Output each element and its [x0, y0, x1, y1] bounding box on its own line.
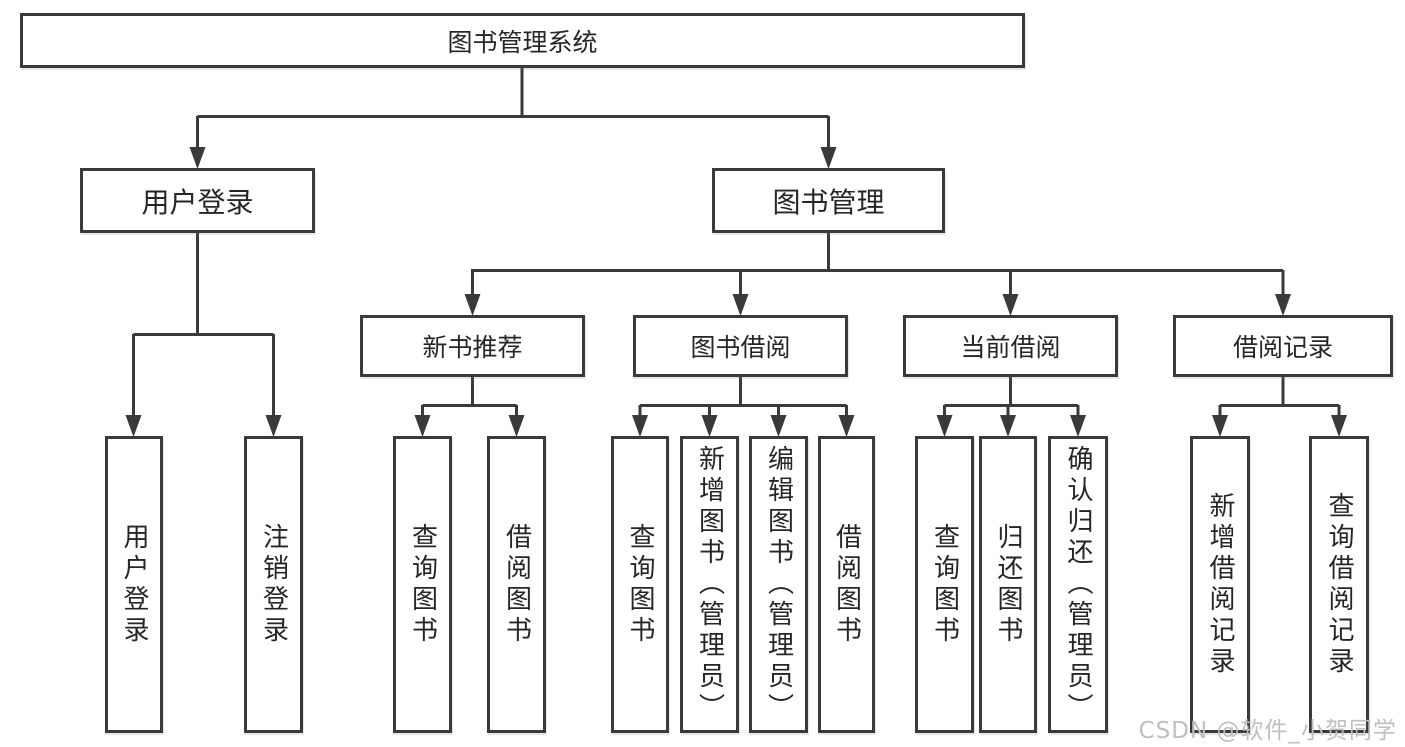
leaf-query-book-1: 查询图书	[393, 436, 452, 733]
node-new-book-recommend: 新书推荐	[360, 315, 585, 377]
leaf-return-book: 归还图书	[979, 436, 1037, 733]
node-new-book-recommend-label: 新书推荐	[422, 333, 523, 362]
leaf-query-book-1-label: 查询图书	[407, 522, 438, 647]
leaf-query-book-3: 查询图书	[915, 436, 974, 733]
node-root-label: 图书管理系统	[447, 27, 598, 57]
leaf-query-book-2: 查询图书	[611, 436, 669, 733]
leaf-add-borrow-record: 新增借阅记录	[1190, 436, 1250, 733]
node-book-borrow-label: 图书借阅	[690, 333, 791, 362]
leaf-query-book-3-label: 查询图书	[929, 522, 960, 647]
node-current-borrow-label: 当前借阅	[960, 333, 1061, 362]
leaf-borrow-book-2: 借阅图书	[818, 436, 875, 733]
leaf-confirm-return-admin-label: 确认归还（管理员）	[1063, 445, 1093, 724]
node-root: 图书管理系统	[20, 13, 1025, 68]
leaf-user-login: 用户登录	[105, 436, 163, 733]
leaf-borrow-book-2-label: 借阅图书	[831, 522, 862, 647]
node-book-management-label: 图书管理	[772, 185, 885, 219]
leaf-add-borrow-record-label: 新增借阅记录	[1205, 491, 1235, 678]
node-book-management: 图书管理	[712, 168, 945, 233]
node-book-borrow: 图书借阅	[633, 315, 848, 377]
leaf-borrow-book-1-label: 借阅图书	[501, 522, 532, 647]
leaf-borrow-book-1: 借阅图书	[487, 436, 546, 733]
leaf-edit-book-admin: 编辑图书（管理员）	[749, 436, 808, 733]
leaf-confirm-return-admin: 确认归还（管理员）	[1048, 436, 1108, 733]
leaf-add-book-admin: 新增图书（管理员）	[680, 436, 739, 733]
csdn-watermark: CSDN @软件_小贺同学	[1138, 718, 1397, 744]
node-borrow-record: 借阅记录	[1173, 315, 1393, 377]
leaf-query-borrow-record-label: 查询借阅记录	[1324, 491, 1354, 678]
leaf-return-book-label: 归还图书	[993, 522, 1023, 647]
leaf-add-book-admin-label: 新增图书（管理员）	[694, 445, 725, 724]
leaf-query-book-2-label: 查询图书	[625, 522, 655, 647]
node-current-borrow: 当前借阅	[903, 315, 1118, 377]
leaf-edit-book-admin-label: 编辑图书（管理员）	[763, 445, 794, 724]
leaf-user-login-label: 用户登录	[119, 522, 149, 647]
leaf-logout: 注销登录	[244, 436, 303, 733]
node-user-login: 用户登录	[80, 168, 315, 233]
leaf-query-borrow-record: 查询借阅记录	[1309, 436, 1369, 733]
node-borrow-record-label: 借阅记录	[1232, 333, 1333, 362]
leaf-logout-label: 注销登录	[258, 522, 289, 647]
node-user-login-label: 用户登录	[141, 185, 254, 219]
